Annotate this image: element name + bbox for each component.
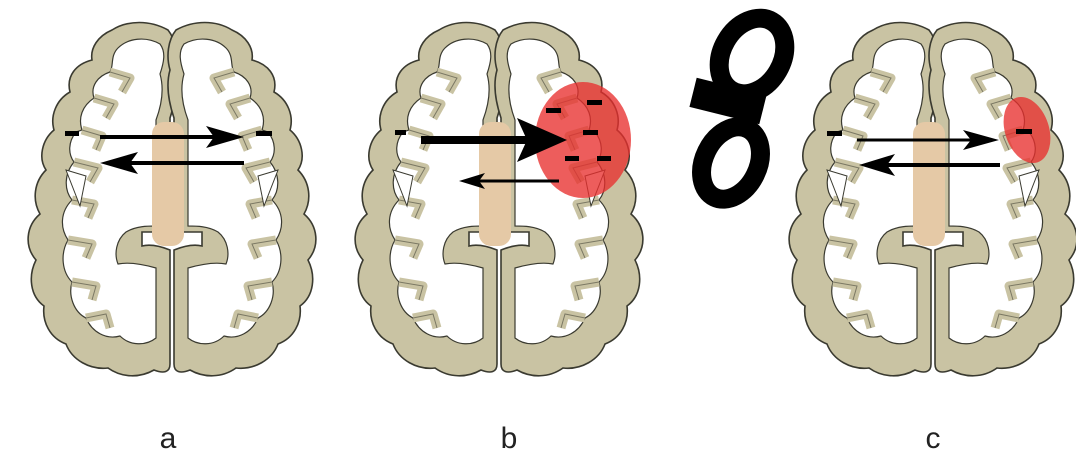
right-hemisphere: [168, 23, 316, 376]
minus-sign-left: [65, 131, 79, 136]
panel-label-c: c: [926, 422, 941, 454]
panel-b: b: [355, 23, 643, 454]
right-hemisphere: [929, 23, 1076, 376]
minus-sign-left: [827, 131, 842, 136]
panel-label-a: a: [160, 422, 177, 454]
panel-c: c: [789, 23, 1076, 454]
panel-a: a: [28, 23, 316, 454]
minus-sign-lesion-1: [546, 108, 561, 113]
minus-sign-left: [395, 130, 406, 135]
minus-sign-right: [1016, 129, 1032, 134]
corpus-callosum: [152, 122, 184, 246]
right-hemisphere: [495, 23, 643, 376]
minus-sign-lesion-4: [565, 156, 579, 161]
minus-sign-lesion-2: [587, 100, 602, 105]
minus-sign-right: [256, 131, 272, 136]
panel-label-b: b: [501, 422, 518, 454]
minus-sign-lesion-3: [583, 130, 598, 135]
minus-sign-lesion-5: [597, 156, 611, 161]
tms-figure-eight-coil-icon: [689, 6, 798, 209]
